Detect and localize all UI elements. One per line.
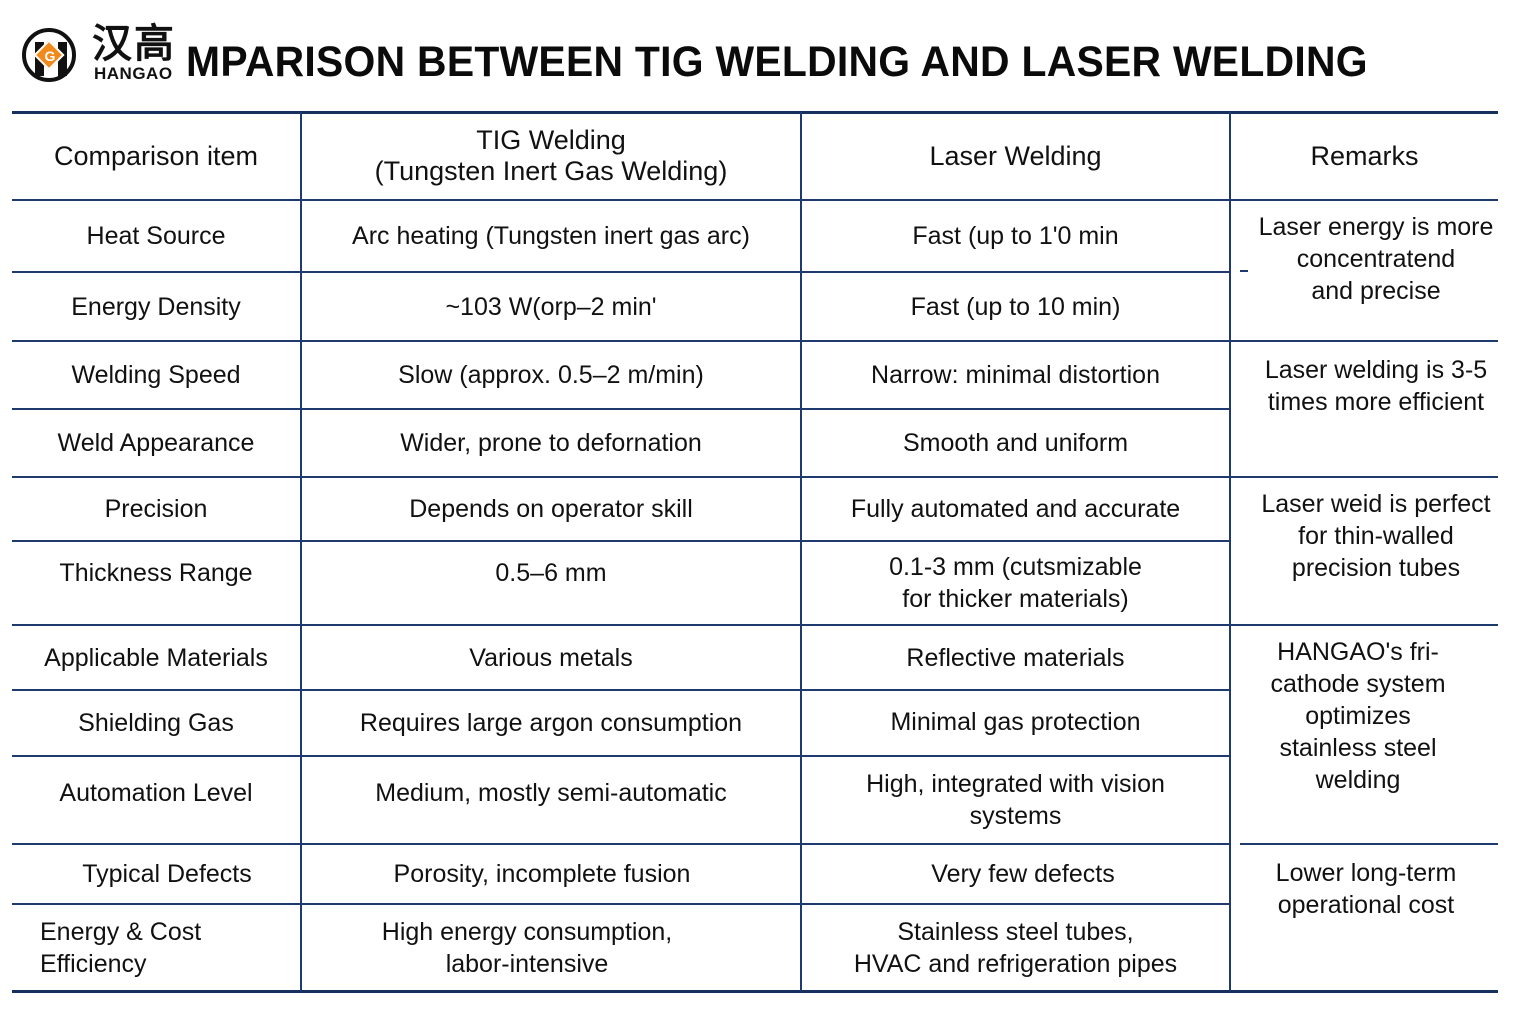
- column-divider: [1229, 112, 1231, 991]
- row-item-cell: Energy & Cost Efficiency: [40, 917, 202, 978]
- remark-cell: HANGAO's fri- cathode system optimizes s…: [1270, 638, 1446, 794]
- row-laser-cell: Fully automated and accurate: [850, 495, 1181, 523]
- row-tig-cell: Arc heating (Tungsten inert gas arc): [352, 222, 750, 250]
- row-item-cell: Thickness Range: [59, 559, 253, 587]
- header-remarks: Remarks: [1310, 141, 1419, 171]
- row-laser-cell: 0.1-3 mm (cutsmizable for thicker materi…: [889, 553, 1142, 613]
- hangao-logo: G 汉高 HANGAO: [20, 22, 186, 88]
- row-laser-cell: Stainless steel tubes, HVAC and refriger…: [853, 917, 1178, 978]
- row-divider: [12, 624, 1498, 626]
- row-divider: [12, 903, 1231, 905]
- row-item-cell: Typical Defects: [82, 860, 252, 888]
- row-divider: [12, 340, 1498, 342]
- brand-name-cn: 汉高: [92, 21, 176, 67]
- hangao-logo-icon: G: [22, 28, 76, 82]
- g-letter-icon: G: [44, 48, 56, 64]
- row-divider: [12, 843, 1231, 845]
- row-divider: [12, 755, 1231, 757]
- row-item-cell: Automation Level: [59, 779, 253, 807]
- row-divider: [1240, 843, 1498, 845]
- row-item-cell: Shielding Gas: [78, 709, 234, 737]
- row-laser-cell: Smooth and uniform: [902, 429, 1129, 457]
- header-laser-welding: Laser Welding: [929, 141, 1102, 171]
- brand-name-en: HANGAO: [94, 64, 173, 83]
- row-tig-cell: ~103 W(orp–2 min': [445, 292, 657, 321]
- row-item-cell: Precision: [104, 495, 208, 523]
- row-laser-cell: Fast (up to 1'0 min: [912, 222, 1119, 250]
- row-laser-cell: Narrow: minimal distortion: [871, 361, 1160, 389]
- header-tig-welding: TIG Welding (Tungsten Inert Gas Welding): [374, 125, 728, 186]
- row-divider: [12, 476, 1498, 478]
- row-laser-cell: Reflective materials: [906, 643, 1125, 672]
- row-tig-cell: High energy consumption, labor-intensive: [381, 917, 673, 978]
- row-tig-cell: Wider, prone to defornation: [400, 429, 702, 457]
- row-item-cell: Applicable Materials: [44, 643, 268, 672]
- row-divider: [12, 271, 1231, 273]
- row-laser-cell: Fast (up to 10 min): [910, 292, 1121, 321]
- remark-cell: Laser weid is perfect for thin-walled pr…: [1261, 490, 1491, 582]
- row-laser-cell: High, integrated with vision systems: [866, 770, 1165, 830]
- row-divider: [12, 689, 1231, 691]
- column-divider: [300, 112, 302, 991]
- row-tig-cell: Medium, mostly semi-automatic: [375, 779, 727, 807]
- row-divider: [12, 540, 1231, 542]
- remark-cell: Lower long-term operational cost: [1275, 859, 1457, 919]
- page-title: MPARISON BETWEEN TIG WELDING AND LASER W…: [186, 38, 1368, 86]
- column-divider: [800, 112, 802, 991]
- row-tig-cell: 0.5–6 mm: [495, 559, 607, 587]
- row-laser-cell: Very few defects: [931, 860, 1115, 888]
- row-item-cell: Heat Source: [86, 222, 226, 250]
- row-item-cell: Energy Density: [71, 292, 241, 321]
- table-top-border: [12, 111, 1498, 114]
- row-item-cell: Weld Appearance: [57, 429, 255, 457]
- row-tig-cell: Depends on operator skill: [409, 495, 693, 523]
- row-divider: [12, 408, 1231, 410]
- row-laser-cell: Minimal gas protection: [890, 708, 1141, 736]
- header-comparison-item: Comparison item: [53, 141, 259, 171]
- row-tig-cell: Various metals: [469, 643, 633, 672]
- remark-cell: Laser energy is more concentratend and p…: [1258, 213, 1494, 305]
- row-item-cell: Welding Speed: [71, 361, 241, 389]
- header-divider: [12, 199, 1498, 201]
- row-tig-cell: Porosity, incomplete fusion: [393, 860, 691, 888]
- row-tig-cell: Slow (approx. 0.5–2 m/min): [398, 361, 704, 389]
- row-tig-cell: Requires large argon consumption: [359, 709, 743, 737]
- remark-cell: Laser welding is 3-5 times more efficien…: [1264, 356, 1488, 416]
- table-bottom-border: [12, 990, 1498, 993]
